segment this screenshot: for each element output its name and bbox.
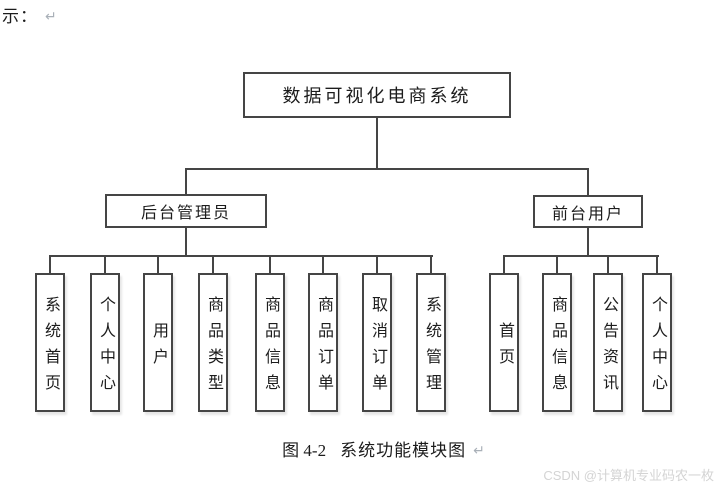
node-announcement-news: 公告资讯 [593,273,623,412]
paragraph-mark-icon: ↵ [45,9,58,25]
connector-leaf-drop [269,255,271,274]
node-root-system: 数据可视化电商系统 [243,72,511,118]
connector-admin-drop [185,168,187,195]
node-label: 个人中心 [649,295,666,400]
node-label: 公告资讯 [600,295,617,400]
paragraph-mark-icon: ↵ [473,443,485,459]
node-backend-admin: 后台管理员 [105,194,267,228]
node-label: 首页 [496,321,513,374]
node-label: 系统首页 [42,295,59,400]
node-label: 取消订单 [369,295,386,400]
connector-admin-bar [49,255,433,257]
node-label: 商品信息 [549,295,566,400]
node-users: 用户 [143,273,173,412]
node-cancel-order: 取消订单 [362,273,392,412]
leading-text-line: 示： ↵ [2,2,58,27]
connector-leaf-drop [212,255,214,274]
node-label: 商品订单 [315,295,332,400]
figure-title: 系统功能模块图 [340,441,467,460]
connector-user-drop [587,168,589,196]
node-label: 商品类型 [205,295,222,400]
connector-leaf-drop [556,255,558,274]
leading-text: 示： [2,7,38,26]
csdn-watermark: CSDN @计算机专业码农一枚 [543,468,714,483]
node-label: 前台用户 [551,205,624,223]
node-product-order: 商品订单 [308,273,338,412]
connector-leaf-drop [376,255,378,274]
node-product-info-user: 商品信息 [542,273,572,412]
connector-user-stem [587,227,589,256]
connector-root-stem [376,117,378,169]
connector-user-bar [503,255,659,257]
connector-leaf-drop [104,255,106,274]
node-system-home: 系统首页 [35,273,65,412]
node-personal-center-user: 个人中心 [642,273,672,412]
node-label: 用户 [150,321,167,374]
connector-admin-stem [185,227,187,256]
connector-level1-bar [185,168,589,170]
connector-leaf-drop [49,255,51,274]
node-frontend-user: 前台用户 [533,195,643,228]
connector-leaf-drop [322,255,324,274]
connector-leaf-drop [607,255,609,274]
connector-leaf-drop [656,255,658,274]
node-product-type: 商品类型 [198,273,228,412]
connector-leaf-drop [503,255,505,274]
node-label: 数据可视化电商系统 [282,86,472,106]
connector-leaf-drop [430,255,432,274]
figure-caption: 图 4-2 系统功能模块图 ↵ [0,436,719,461]
node-label: 个人中心 [97,295,114,400]
figure-number: 图 4-2 [282,441,327,460]
node-label: 商品信息 [262,295,279,400]
node-label: 系统管理 [423,295,440,400]
node-label: 后台管理员 [140,205,231,222]
node-personal-center-admin: 个人中心 [90,273,120,412]
connector-leaf-drop [157,255,159,274]
node-product-info-admin: 商品信息 [255,273,285,412]
node-home: 首页 [489,273,519,412]
node-system-manage: 系统管理 [416,273,446,412]
